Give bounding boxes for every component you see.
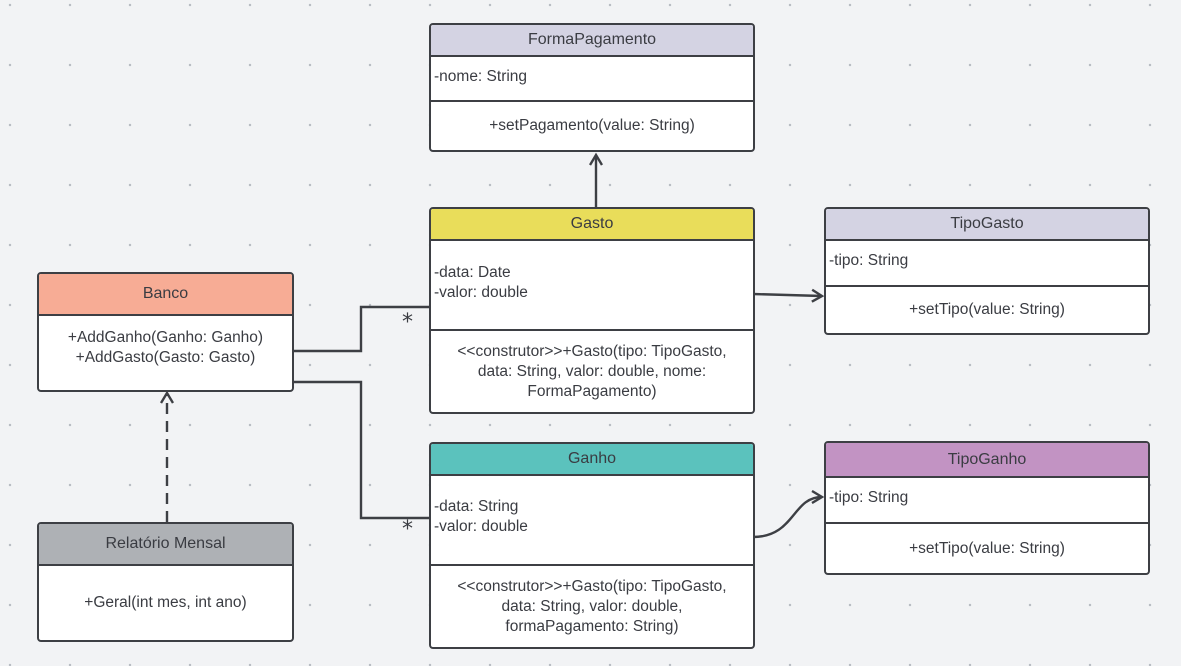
class-gasto[interactable]: Gasto -data: Date -valor: double <<const… <box>429 207 755 414</box>
attributes-section: -data: Date -valor: double <box>431 241 753 331</box>
method-continued: formaPagamento: String) <box>505 617 679 635</box>
method: <<construtor>>+Gasto(tipo: TipoGasto, <box>457 577 727 595</box>
class-tipo-ganho[interactable]: TipoGanho -tipo: String +setTipo(value: … <box>824 441 1150 575</box>
method: +setPagamento(value: String) <box>489 117 695 134</box>
methods-section: +setTipo(value: String) <box>826 287 1148 333</box>
attribute: -data: Date <box>434 264 511 281</box>
attributes-section: -tipo: String <box>826 241 1148 287</box>
banco-to-gasto-association <box>293 305 430 353</box>
method: +AddGanho(Ganho: Ganho) <box>67 329 264 346</box>
class-relatorio-mensal[interactable]: Relatório Mensal +Geral(int mes, int ano… <box>37 522 294 642</box>
attributes-section: -data: String -valor: double <box>431 476 753 566</box>
class-name: TipoGanho <box>826 443 1148 478</box>
attribute: -nome: String <box>434 68 528 85</box>
methods-section: +setPagamento(value: String) <box>431 102 753 150</box>
class-name: Relatório Mensal <box>39 524 292 566</box>
attributes-section: -nome: String <box>431 57 753 102</box>
method: +setTipo(value: String) <box>909 301 1065 318</box>
methods-section: +setTipo(value: String) <box>826 524 1148 573</box>
attribute: -tipo: String <box>829 252 909 269</box>
attribute: -valor: double <box>434 518 528 535</box>
methods-section: <<construtor>>+Gasto(tipo: TipoGasto, da… <box>431 566 753 647</box>
class-name: TipoGasto <box>826 209 1148 241</box>
class-banco[interactable]: Banco +AddGanho(Ganho: Ganho) +AddGasto(… <box>37 272 294 392</box>
method-continued: data: String, valor: double, nome: <box>477 362 707 380</box>
class-name: Ganho <box>431 444 753 476</box>
attribute: -tipo: String <box>829 489 909 506</box>
attributes-section: -tipo: String <box>826 478 1148 524</box>
method: +Geral(int mes, int ano) <box>84 594 247 611</box>
method: <<construtor>>+Gasto(tipo: TipoGasto, <box>457 342 727 360</box>
class-name: Gasto <box>431 209 753 241</box>
attribute: -valor: double <box>434 284 528 301</box>
class-name: Banco <box>39 274 292 316</box>
method-continued: FormaPagamento) <box>527 382 657 400</box>
class-tipo-gasto[interactable]: TipoGasto -tipo: String +setTipo(value: … <box>824 207 1150 335</box>
ganho-to-tipo-ganho-association <box>752 497 822 539</box>
methods-section: +Geral(int mes, int ano) <box>39 566 292 640</box>
multiplicity-banco-gasto: * <box>402 310 413 335</box>
methods-section: <<construtor>>+Gasto(tipo: TipoGasto, da… <box>431 331 753 412</box>
class-ganho[interactable]: Ganho -data: String -valor: double <<con… <box>429 442 755 649</box>
method: +setTipo(value: String) <box>909 539 1065 557</box>
gasto-to-tipo-gasto-association <box>752 294 822 296</box>
method-continued: data: String, valor: double, <box>501 597 683 615</box>
multiplicity-banco-ganho: * <box>402 517 413 542</box>
class-forma-pagamento[interactable]: FormaPagamento -nome: String +setPagamen… <box>429 23 755 152</box>
method: +AddGasto(Gasto: Gasto) <box>75 349 256 366</box>
banco-to-ganho-association <box>293 380 430 520</box>
methods-section: +AddGanho(Ganho: Ganho) +AddGasto(Gasto:… <box>39 316 292 390</box>
class-name: FormaPagamento <box>431 25 753 57</box>
attribute: -data: String <box>434 498 519 515</box>
